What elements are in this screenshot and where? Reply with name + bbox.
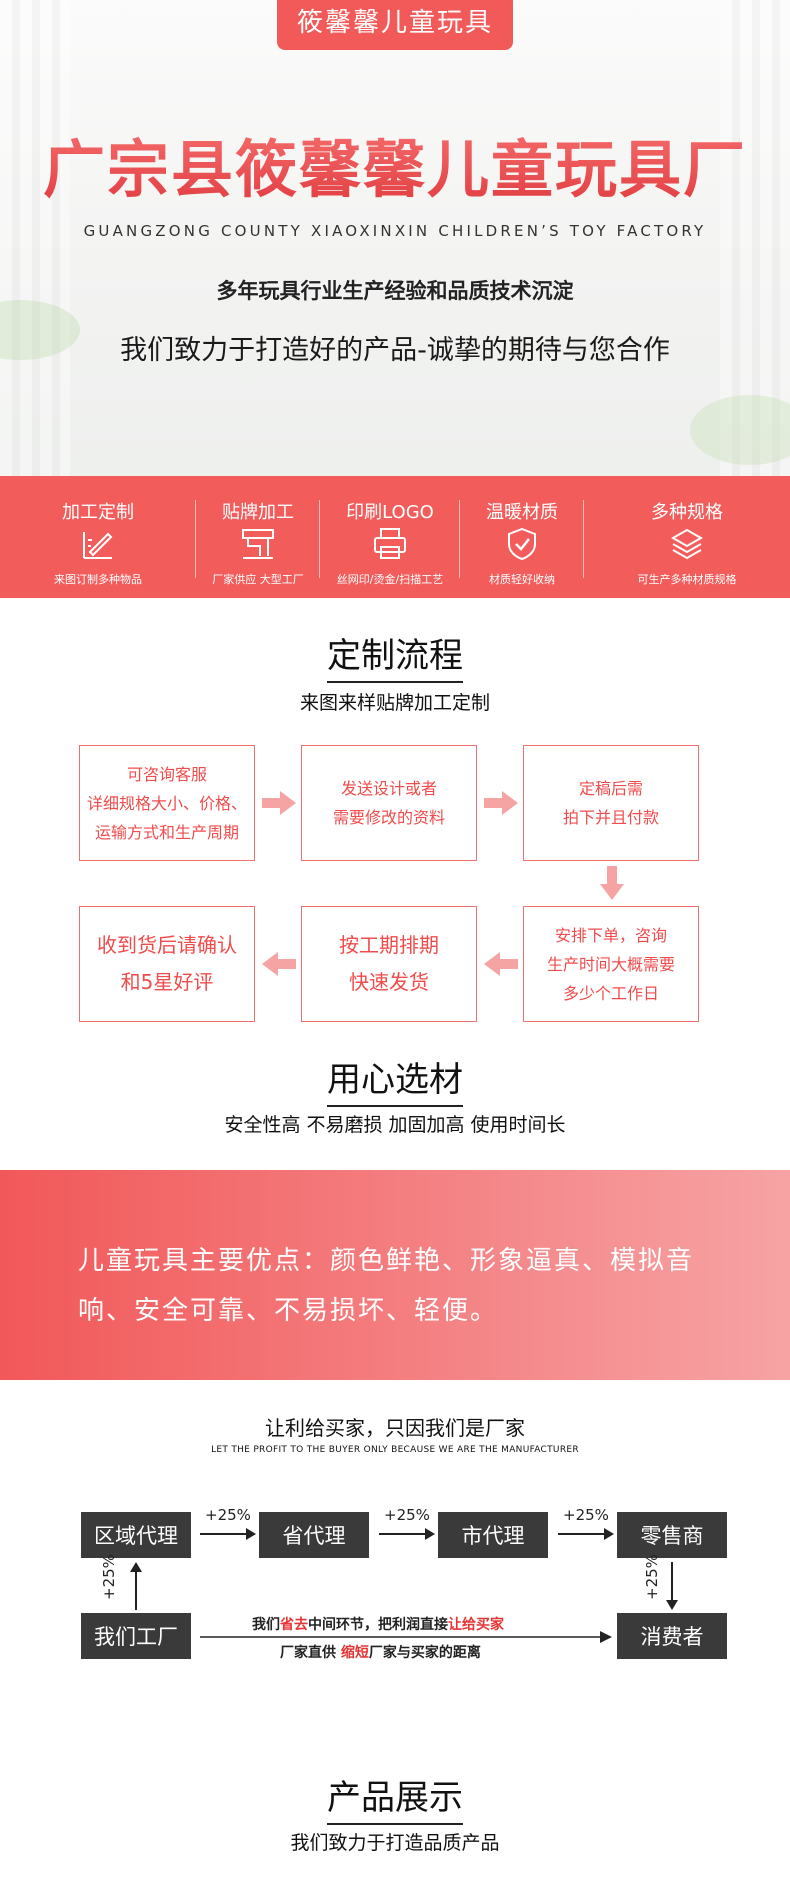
markup-label-vertical: +25% bbox=[100, 1554, 118, 1600]
curtain-decoration bbox=[720, 0, 790, 476]
feature-desc: 可生产多种材质规格 bbox=[637, 573, 737, 586]
markup-label: +25% bbox=[563, 1506, 609, 1524]
feature-oem: 贴牌加工 厂家供应 大型工厂 bbox=[196, 476, 320, 598]
advantages-banner: 儿童玩具主要优点：颜色鲜艳、形象逼真、模拟音响、安全可靠、不易损坏、轻便。 bbox=[0, 1170, 790, 1380]
brand-tag: 筱馨馨儿童玩具 bbox=[277, 0, 513, 50]
node-city-agent: 市代理 bbox=[438, 1512, 548, 1558]
node-factory: 我们工厂 bbox=[81, 1613, 191, 1659]
showcase-subtitle: 我们致力于打造品质产品 bbox=[290, 1832, 500, 1854]
arrow-right-icon bbox=[262, 791, 296, 815]
process-step-3: 定稿后需 拍下并且付款 bbox=[523, 745, 699, 861]
material-title: 用心选材 bbox=[0, 1052, 790, 1107]
hero-tagline: 多年玩具行业生产经验和品质技术沉淀 bbox=[216, 279, 574, 303]
process-subtitle: 来图来样贴牌加工定制 bbox=[299, 692, 490, 714]
layers-icon bbox=[670, 528, 704, 560]
process-title: 定制流程 bbox=[0, 628, 790, 683]
direct-supply-note-2: 厂家直供 缩短厂家与买家的距离 bbox=[280, 1645, 481, 1661]
feature-logo: 印刷LOGO 丝网印/烫金/扫描工艺 bbox=[320, 476, 460, 598]
factory-title: 广宗县筱馨馨儿童玩具厂 bbox=[0, 130, 790, 210]
feature-desc: 厂家供应 大型工厂 bbox=[212, 573, 304, 586]
feature-material: 温暖材质 材质轻好收纳 bbox=[460, 476, 584, 598]
markup-label: +25% bbox=[384, 1506, 430, 1524]
feature-desc: 来图订制多种物品 bbox=[54, 573, 142, 586]
divider bbox=[459, 500, 460, 578]
divider bbox=[319, 500, 320, 578]
channel-title: 让利给买家，只因我们是厂家 bbox=[265, 1416, 525, 1440]
arrow-left-icon bbox=[262, 952, 296, 976]
feature-title: 加工定制 bbox=[62, 502, 134, 523]
arrow-right-icon bbox=[379, 1528, 435, 1540]
arrow-right-icon bbox=[558, 1528, 614, 1540]
plant-decoration bbox=[690, 395, 790, 465]
arrow-left-icon bbox=[484, 952, 518, 976]
process-step-1: 可咨询客服 详细规格大小、价格、 运输方式和生产周期 bbox=[79, 745, 255, 861]
feature-title: 多种规格 bbox=[651, 502, 723, 523]
direct-supply-note-1: 我们省去中间环节，把利润直接让给买家 bbox=[252, 1617, 504, 1633]
feature-sizes: 多种规格 可生产多种材质规格 bbox=[584, 476, 790, 598]
arrow-right-icon bbox=[200, 1631, 612, 1643]
feature-desc: 丝网印/烫金/扫描工艺 bbox=[336, 573, 444, 586]
feature-custom: 加工定制 来图订制多种物品 bbox=[0, 476, 196, 598]
channel-title-en: LET THE PROFIT TO THE BUYER ONLY BECAUSE… bbox=[211, 1445, 579, 1455]
process-step-5: 按工期排期 快速发货 bbox=[301, 906, 477, 1022]
node-consumer: 消费者 bbox=[617, 1613, 727, 1659]
hero-banner: 筱馨馨儿童玩具 广宗县筱馨馨儿童玩具厂 GUANGZONG COUNTY XIA… bbox=[0, 0, 790, 476]
arrow-down-icon bbox=[666, 1562, 678, 1610]
material-subtitle: 安全性高 不易磨损 加固加高 使用时间长 bbox=[224, 1114, 566, 1136]
arrow-up-icon bbox=[130, 1562, 142, 1610]
feature-desc: 材质轻好收纳 bbox=[489, 573, 555, 586]
arrow-down-icon bbox=[600, 866, 624, 900]
process-step-2: 发送设计或者 需要修改的资料 bbox=[301, 745, 477, 861]
node-provincial-agent: 省代理 bbox=[259, 1512, 369, 1558]
feature-title: 印刷LOGO bbox=[346, 502, 434, 523]
feature-title: 贴牌加工 bbox=[222, 502, 294, 523]
showcase-title: 产品展示 bbox=[0, 1770, 790, 1825]
printer-icon bbox=[374, 528, 406, 559]
factory-title-en: GUANGZONG COUNTY XIAOXINXIN CHILDREN’S T… bbox=[83, 222, 707, 240]
divider bbox=[583, 500, 584, 578]
process-step-6: 收到货后请确认 和5星好评 bbox=[79, 906, 255, 1022]
node-regional-agent: 区域代理 bbox=[81, 1512, 191, 1558]
markup-label-vertical: +25% bbox=[643, 1554, 661, 1600]
shield-check-icon bbox=[508, 527, 536, 561]
curtain-decoration bbox=[0, 0, 70, 476]
feature-title: 温暖材质 bbox=[486, 502, 558, 523]
node-retailer: 零售商 bbox=[617, 1512, 727, 1558]
arrow-right-icon bbox=[484, 791, 518, 815]
sewing-machine-icon bbox=[242, 529, 274, 559]
pencil-ruler-icon bbox=[83, 532, 113, 559]
features-band: 加工定制 来图订制多种物品 贴牌加工 厂家供应 大型工厂 印刷LOGO 丝网印/… bbox=[0, 476, 790, 598]
markup-label: +25% bbox=[205, 1506, 251, 1524]
process-step-4: 安排下单，咨询 生产时间大概需要 多少个工作日 bbox=[523, 906, 699, 1022]
hero-slogan: 我们致力于打造好的产品-诚挚的期待与您合作 bbox=[120, 335, 670, 366]
advantages-text: 儿童玩具主要优点：颜色鲜艳、形象逼真、模拟音响、安全可靠、不易损坏、轻便。 bbox=[78, 1246, 695, 1326]
arrow-right-icon bbox=[200, 1528, 256, 1540]
divider bbox=[195, 500, 196, 578]
